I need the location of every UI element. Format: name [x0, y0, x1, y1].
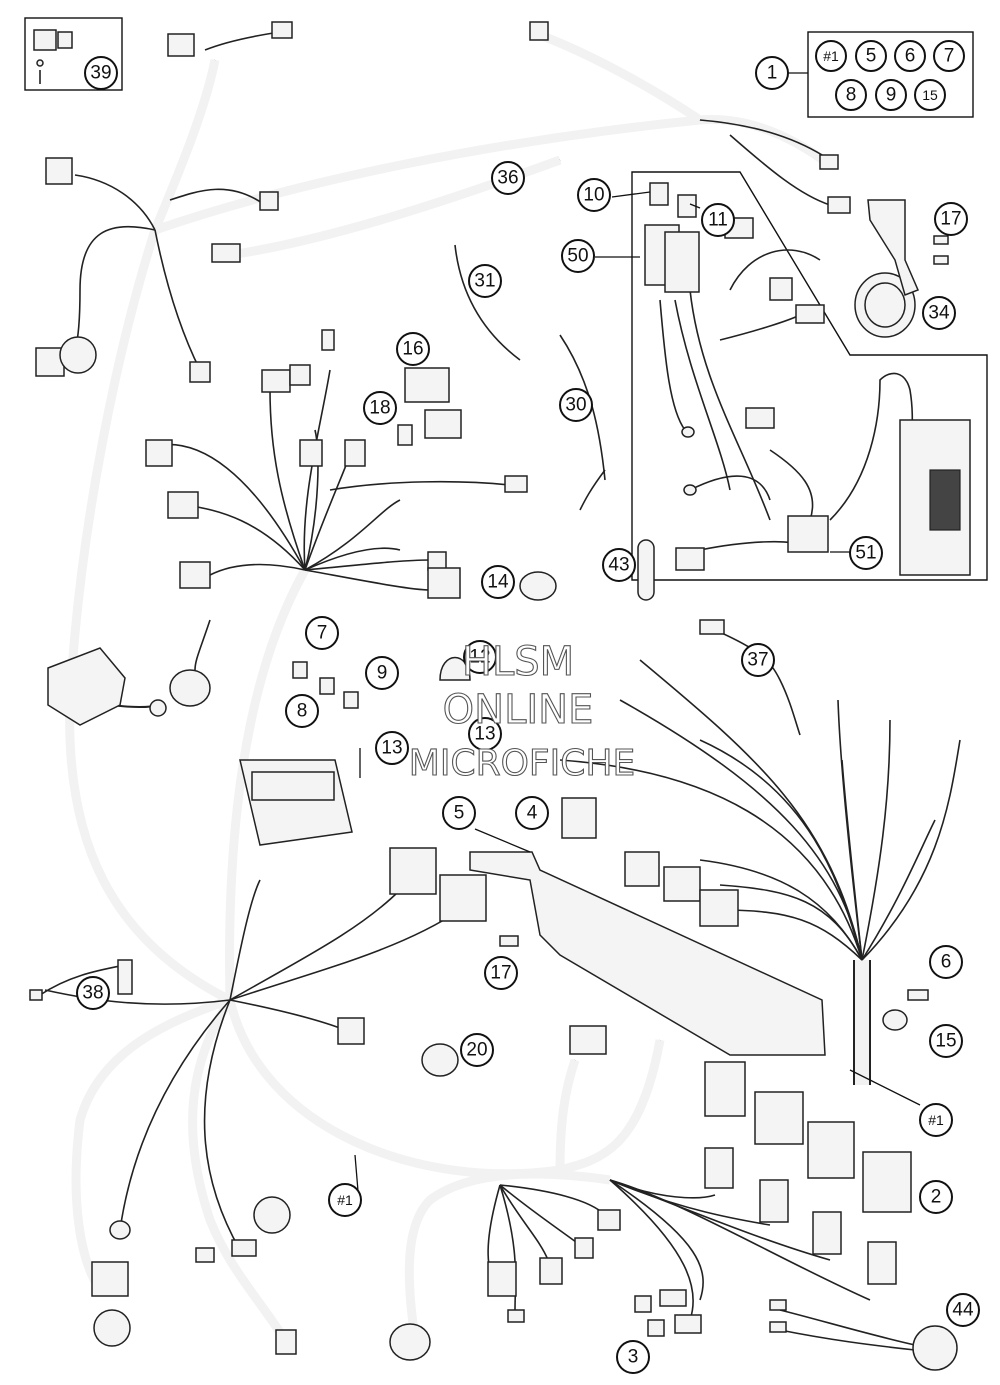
- callout-15: 15: [929, 1024, 963, 1058]
- callout-8: 8: [285, 694, 319, 728]
- svg-text:2: 2: [931, 1187, 942, 1208]
- svg-text:10: 10: [583, 185, 604, 206]
- svg-text:38: 38: [82, 983, 103, 1004]
- part-39-box: [24, 17, 123, 91]
- kit-label-6: 9: [886, 85, 897, 106]
- callout-50: 50: [561, 239, 595, 273]
- callout-7: 7: [305, 616, 339, 650]
- callout-1: 1: [755, 56, 789, 90]
- callout-18: 18: [363, 391, 397, 425]
- kit-label-1: #1: [823, 48, 839, 64]
- callouts: 39 1 36 10 11 50 17 34 31 16 18 30 14 43…: [76, 56, 980, 1374]
- svg-text:1: 1: [767, 63, 778, 84]
- callout-1-bottom: #1: [328, 1183, 362, 1217]
- svg-text:34: 34: [928, 303, 950, 324]
- callout-11: 11: [701, 203, 735, 237]
- svg-text:12: 12: [469, 647, 490, 668]
- svg-text:#1: #1: [928, 1112, 944, 1128]
- svg-text:20: 20: [466, 1040, 487, 1061]
- svg-text:14: 14: [487, 572, 509, 593]
- svg-text:7: 7: [317, 623, 328, 644]
- svg-text:17: 17: [940, 209, 961, 230]
- callout-10: 10: [577, 178, 611, 212]
- svg-text:8: 8: [297, 701, 308, 722]
- callout-4: 4: [515, 796, 549, 830]
- callout-38: 38: [76, 976, 110, 1010]
- svg-text:31: 31: [474, 271, 495, 292]
- callout-1-right: #1: [919, 1103, 953, 1137]
- svg-text:17: 17: [490, 963, 511, 984]
- callout-16: 16: [396, 332, 430, 366]
- callout-51: 51: [849, 536, 883, 570]
- kit-label-5: 8: [846, 85, 857, 106]
- callout-34: 34: [922, 296, 956, 330]
- svg-text:13: 13: [381, 738, 402, 759]
- kit-label-2: 5: [866, 46, 877, 67]
- svg-text:37: 37: [747, 650, 768, 671]
- watermark-line-2: ONLINE: [443, 687, 594, 733]
- kit-box: [807, 31, 974, 118]
- svg-text:43: 43: [608, 555, 629, 576]
- svg-text:#1: #1: [337, 1192, 353, 1208]
- svg-text:13: 13: [474, 724, 495, 745]
- callout-5: 5: [442, 796, 476, 830]
- svg-text:44: 44: [952, 1300, 974, 1321]
- svg-text:39: 39: [90, 63, 111, 84]
- callout-17-bottom: 17: [484, 956, 518, 990]
- kit-label-7: 15: [922, 87, 938, 103]
- svg-text:51: 51: [855, 543, 876, 564]
- callout-6: 6: [929, 945, 963, 979]
- callout-31: 31: [468, 264, 502, 298]
- watermark: HLSM ONLINE MICROFICHE: [408, 638, 636, 784]
- relay-module-outline: [631, 171, 988, 581]
- svg-text:11: 11: [708, 210, 728, 231]
- callout-30: 30: [559, 388, 593, 422]
- callout-20: 20: [460, 1033, 494, 1067]
- kit-label-3: 6: [905, 46, 916, 67]
- kit-box-labels: #1 5 6 7 8 9 15: [815, 40, 965, 111]
- callout-17-top: 17: [934, 202, 968, 236]
- callout-9: 9: [365, 656, 399, 690]
- leader-lines: [354, 72, 921, 1192]
- callout-37: 37: [741, 643, 775, 677]
- svg-text:36: 36: [497, 168, 518, 189]
- svg-text:9: 9: [377, 663, 388, 684]
- svg-text:30: 30: [565, 395, 586, 416]
- callout-39: 39: [84, 56, 118, 90]
- svg-text:15: 15: [935, 1031, 956, 1052]
- svg-text:5: 5: [454, 803, 465, 824]
- callout-13-left: 13: [375, 731, 409, 765]
- watermark-line-1: HLSM: [462, 639, 574, 685]
- parts: [29, 21, 971, 1371]
- callout-44: 44: [946, 1293, 980, 1327]
- callout-36: 36: [491, 161, 525, 195]
- svg-text:18: 18: [369, 398, 390, 419]
- callout-43: 43: [602, 548, 636, 582]
- svg-text:4: 4: [527, 803, 538, 824]
- svg-text:6: 6: [941, 952, 952, 973]
- callout-12: 12: [463, 640, 497, 674]
- svg-text:50: 50: [567, 246, 588, 267]
- callout-13-center: 13: [468, 717, 502, 751]
- watermark-line-3: MICROFICHE: [409, 743, 635, 784]
- svg-text:3: 3: [628, 1347, 639, 1368]
- svg-text:16: 16: [402, 339, 423, 360]
- callout-2: 2: [919, 1180, 953, 1214]
- kit-label-4: 7: [944, 46, 955, 67]
- callout-3: 3: [616, 1340, 650, 1374]
- callout-14: 14: [481, 565, 515, 599]
